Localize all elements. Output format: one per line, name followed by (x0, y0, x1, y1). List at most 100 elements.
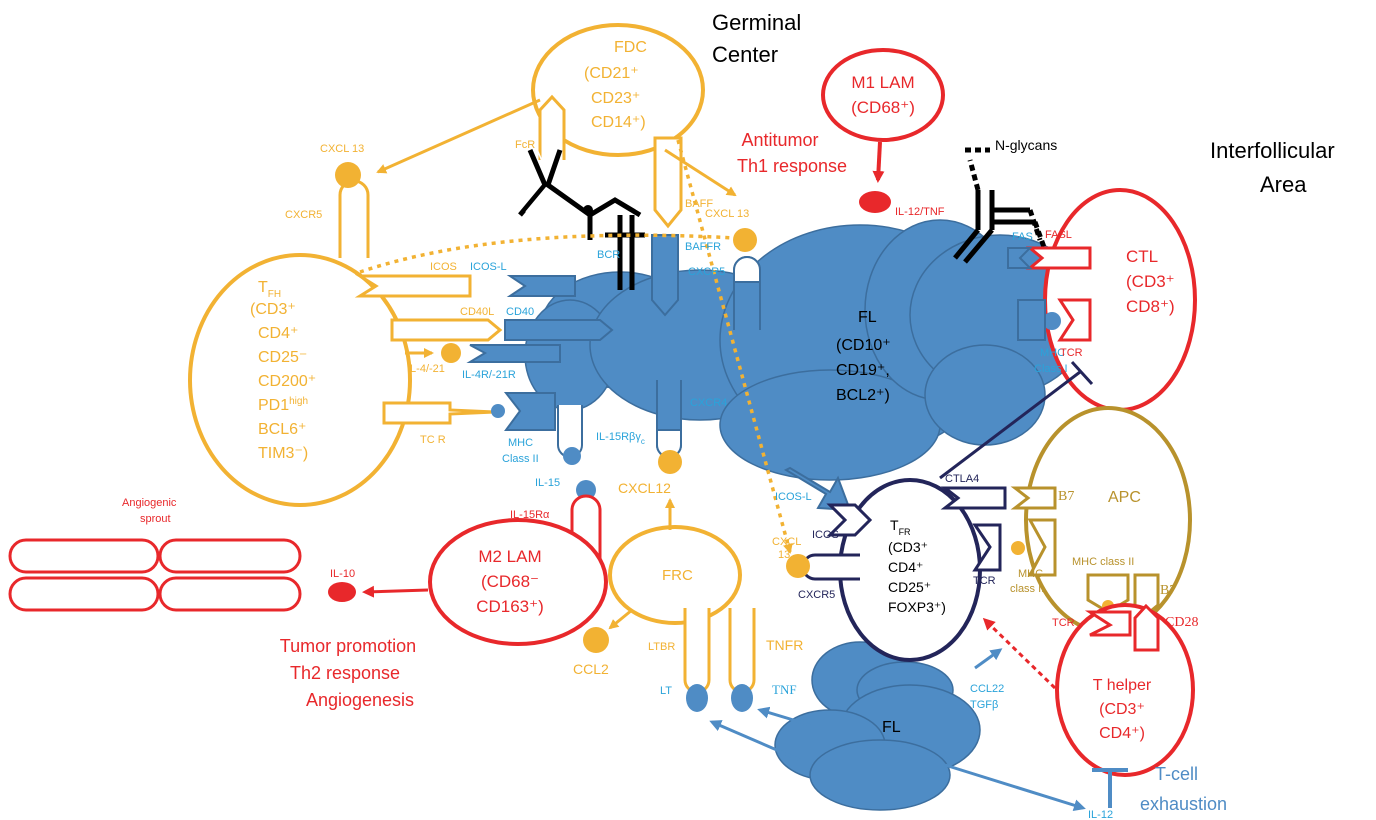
il15-ligand-on-fl (563, 447, 581, 465)
cxcl13-ligand-top (335, 162, 361, 188)
region-germinal-line2: Center (712, 42, 778, 67)
inhibition-line-ctl (939, 370, 1081, 480)
cxcl13-ligand-mid (733, 228, 757, 252)
label-icos-l-2: ICOS-L (775, 491, 812, 503)
m1-arrow (872, 141, 885, 183)
tumor-promotion-line2: Th2 response (290, 663, 400, 683)
label-cxcl13-top: CXCL 13 (320, 143, 364, 155)
label-mhc-apc1: MHC (1018, 568, 1043, 580)
tfh-marker-5: PD1high (258, 396, 308, 414)
label-cd28: CD28 (1165, 615, 1198, 630)
tfh-marker-6: BCL6⁺ (258, 421, 306, 438)
tnfr-receptor (728, 608, 756, 694)
angiogenic-sprout (8, 538, 302, 612)
label-tcr-ctl: TCR (1060, 347, 1083, 359)
region-interfollicular-line1: Interfollicular (1210, 138, 1335, 163)
label-n-glycans: N-glycans (995, 137, 1057, 153)
glycan-antibody-icon (953, 147, 1048, 264)
fl-lt-arrow (709, 720, 801, 762)
ctl-line2: (CD3⁺ (1126, 272, 1175, 291)
fdc-cxcl13-arrow (376, 98, 541, 174)
label-tnf: TNF (772, 682, 797, 697)
label-mhc-apc2: class II (1010, 583, 1044, 595)
fdc-marker-1: (CD21⁺ (584, 65, 639, 82)
label-angiogenic-1: Angiogenic (122, 497, 177, 509)
cd40-receptor (504, 319, 614, 341)
label-il12-tnf: IL-12/TNF (895, 206, 945, 218)
fl-il12-arrow (944, 763, 1086, 812)
region-interfollicular-line2: Area (1260, 172, 1307, 197)
apc-name: APC (1108, 489, 1141, 506)
antitumor-line2: Th1 response (737, 156, 847, 176)
cd28-receptor (1133, 603, 1160, 652)
m1-lam-line1: M1 LAM (851, 73, 914, 92)
label-mhc-class1: MHC (1040, 347, 1065, 359)
fl-ccl22-arrow (974, 648, 1003, 670)
label-cxcl13-low1: CXCL (772, 536, 801, 548)
frc-name: FRC (662, 567, 693, 584)
tumor-promotion-line3: Angiogenesis (306, 690, 414, 710)
fdc-name: FDC (614, 39, 647, 56)
tcr-helper (1084, 610, 1132, 637)
fdc-marker-3: CD14⁺) (591, 114, 646, 131)
mhc-peptide-ctl (1043, 312, 1061, 330)
cxcr5-on-tfr (801, 553, 860, 581)
b7-top (1010, 486, 1057, 510)
label-icos-2: ICOS (812, 529, 839, 541)
mhc-class-ii-apc (1027, 518, 1057, 577)
tfr-marker-1: (CD3⁺ (888, 539, 928, 555)
label-tcr-left: TC R (420, 434, 446, 446)
label-class1: Class I (1034, 363, 1068, 375)
label-cd40: CD40 (506, 306, 534, 318)
t-helper-line1: T helper (1093, 677, 1152, 694)
tfh-marker-2: CD4⁺ (258, 325, 298, 342)
t-helper-line2: (CD3⁺ (1099, 701, 1145, 718)
fas-receptor (1007, 247, 1033, 269)
label-tgfb: TGFβ (970, 699, 998, 711)
m1-lam-cell (821, 48, 945, 142)
t-helper-line3: CD4⁺) (1099, 725, 1145, 742)
fl-main-cluster (524, 219, 1091, 481)
peptide-apc (1011, 541, 1025, 555)
label-baffr: BAFFR (685, 241, 721, 253)
cxcl12-ligand (658, 450, 682, 474)
tfh-marker-4: CD200⁺ (258, 373, 316, 390)
tfh-name: TFH (258, 279, 281, 300)
exhaustion-inhibition (1092, 768, 1128, 808)
label-cd40l: CD40L (460, 306, 494, 318)
tfr-marker-3: CD25⁺ (888, 579, 931, 595)
lt-ligand (686, 684, 708, 712)
icos-receptor (354, 274, 472, 298)
label-cxcr5-low: CXCR5 (798, 589, 835, 601)
label-fas: FAS (1012, 231, 1033, 243)
tcr-tfh (382, 401, 496, 425)
label-icos: ICOS (430, 261, 457, 273)
fl-small-cluster (774, 641, 981, 811)
tfr-marker-4: FOXP3⁺) (888, 599, 946, 615)
label-il4r: IL-4R/-21R (462, 369, 516, 381)
tfh-cell (188, 253, 412, 507)
cd40l-ligand (390, 318, 503, 342)
tcr-tfr (972, 523, 1002, 572)
ltbr-receptor (683, 608, 711, 694)
m2-lam-cell (428, 518, 608, 646)
tumor-promotion-line1: Tumor promotion (280, 636, 416, 656)
il4r-receptor (466, 344, 561, 363)
antibody-hinge (583, 205, 593, 215)
ctla4-receptor (940, 486, 1007, 510)
label-fasl: FASL (1045, 229, 1072, 241)
label-ltbr: LTBR (648, 641, 675, 653)
fl-main-name: FL (858, 309, 877, 326)
tnf-ligand (731, 684, 753, 712)
label-il15: IL-15 (535, 477, 560, 489)
fdc-marker-2: CD23⁺ (591, 90, 640, 107)
il12-tnf-ligand (859, 191, 891, 213)
bcr-receptor (651, 234, 679, 317)
label-icos-l: ICOS-L (470, 261, 507, 273)
mhc-class-ii-left (503, 392, 556, 431)
label-il4-21: IL-4/-21 (407, 363, 445, 375)
m2-il10-arrow (362, 585, 429, 598)
label-tnfr: TNFR (766, 637, 803, 653)
fcr-receptor (538, 94, 566, 160)
